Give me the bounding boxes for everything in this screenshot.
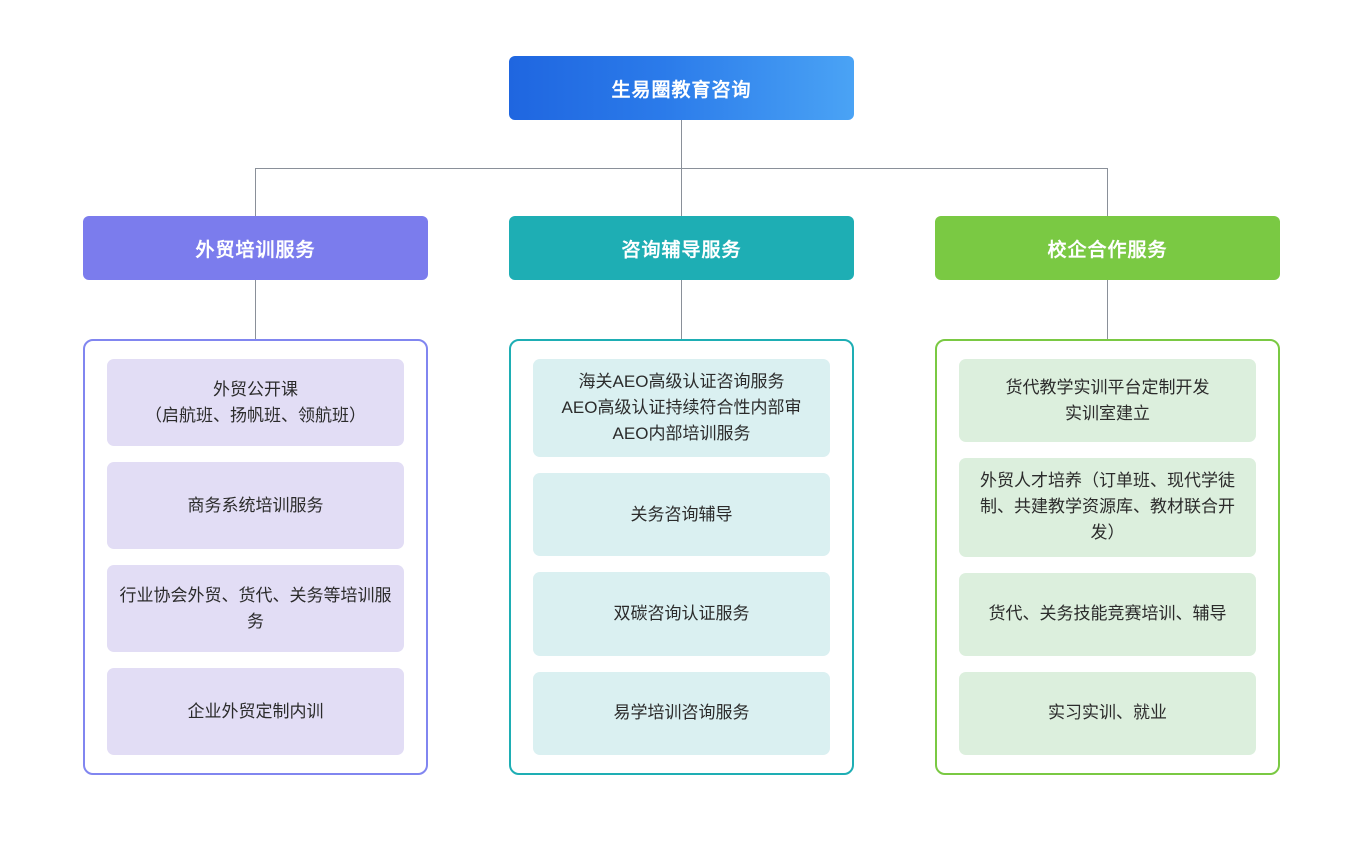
item-card-label: 实习实训、就业 [1048,703,1167,723]
connector-header-container-0 [255,280,256,339]
item-card[interactable]: 双碳咨询认证服务 [533,572,830,656]
item-card-label: 货代教学实训平台定制开发 实训室建立 [1005,377,1210,423]
category-container-1: 海关AEO高级认证咨询服务 AEO高级认证持续符合性内部审 AEO内部培训服务 … [509,339,854,775]
root-node-label: 生易圈教育咨询 [611,79,752,101]
item-card-label: 外贸人才培养（订单班、现代学徒制、共建教学资源库、教材联合开发） [980,471,1235,543]
category-container-2: 货代教学实训平台定制开发 实训室建立 外贸人才培养（订单班、现代学徒制、共建教学… [935,339,1280,775]
item-card[interactable]: 商务系统培训服务 [107,462,404,549]
category-header-0[interactable]: 外贸培训服务 [83,216,428,280]
connector-drop-branch-0 [255,168,256,216]
connector-header-container-1 [681,280,682,339]
root-node[interactable]: 生易圈教育咨询 [509,56,854,120]
item-card[interactable]: 货代、关务技能竞赛培训、辅导 [959,572,1256,656]
item-card-label: 企业外贸定制内训 [187,701,324,721]
connector-header-container-2 [1107,280,1108,339]
item-card-label: 海关AEO高级认证咨询服务 AEO高级认证持续符合性内部审 AEO内部培训服务 [561,372,802,443]
item-card[interactable]: 易学培训咨询服务 [533,671,830,755]
connector-drop-branch-1 [681,168,682,216]
connector-drop-branch-2 [1107,168,1108,216]
connector-root-stem [681,120,682,168]
item-card-label: 外贸公开课 （启航班、扬帆班、领航班） [145,379,366,425]
category-header-label-1: 咨询辅导服务 [621,239,742,261]
item-card-label: 货代、关务技能竞赛培训、辅导 [988,604,1227,624]
item-card[interactable]: 关务咨询辅导 [533,473,830,557]
item-card[interactable]: 外贸人才培养（订单班、现代学徒制、共建教学资源库、教材联合开发） [959,458,1256,557]
item-card[interactable]: 企业外贸定制内训 [107,668,404,755]
item-card[interactable]: 货代教学实训平台定制开发 实训室建立 [959,359,1256,443]
item-card-label: 商务系统培训服务 [187,495,324,515]
item-card[interactable]: 海关AEO高级认证咨询服务 AEO高级认证持续符合性内部审 AEO内部培训服务 [533,359,830,457]
item-card-label: 双碳咨询认证服务 [613,603,750,623]
category-header-label-2: 校企合作服务 [1047,239,1168,261]
item-card[interactable]: 行业协会外贸、货代、关务等培训服务 [107,565,404,652]
item-card-label: 关务咨询辅导 [630,504,733,524]
item-card-label: 行业协会外贸、货代、关务等培训服务 [119,585,392,631]
item-card[interactable]: 实习实训、就业 [959,671,1256,756]
item-card-label: 易学培训咨询服务 [613,703,750,723]
category-header-label-0: 外贸培训服务 [195,239,316,261]
category-container-0: 外贸公开课 （启航班、扬帆班、领航班） 商务系统培训服务 行业协会外贸、货代、关… [83,339,428,775]
category-header-1[interactable]: 咨询辅导服务 [509,216,854,280]
item-card[interactable]: 外贸公开课 （启航班、扬帆班、领航班） [107,359,404,446]
category-header-2[interactable]: 校企合作服务 [935,216,1280,280]
